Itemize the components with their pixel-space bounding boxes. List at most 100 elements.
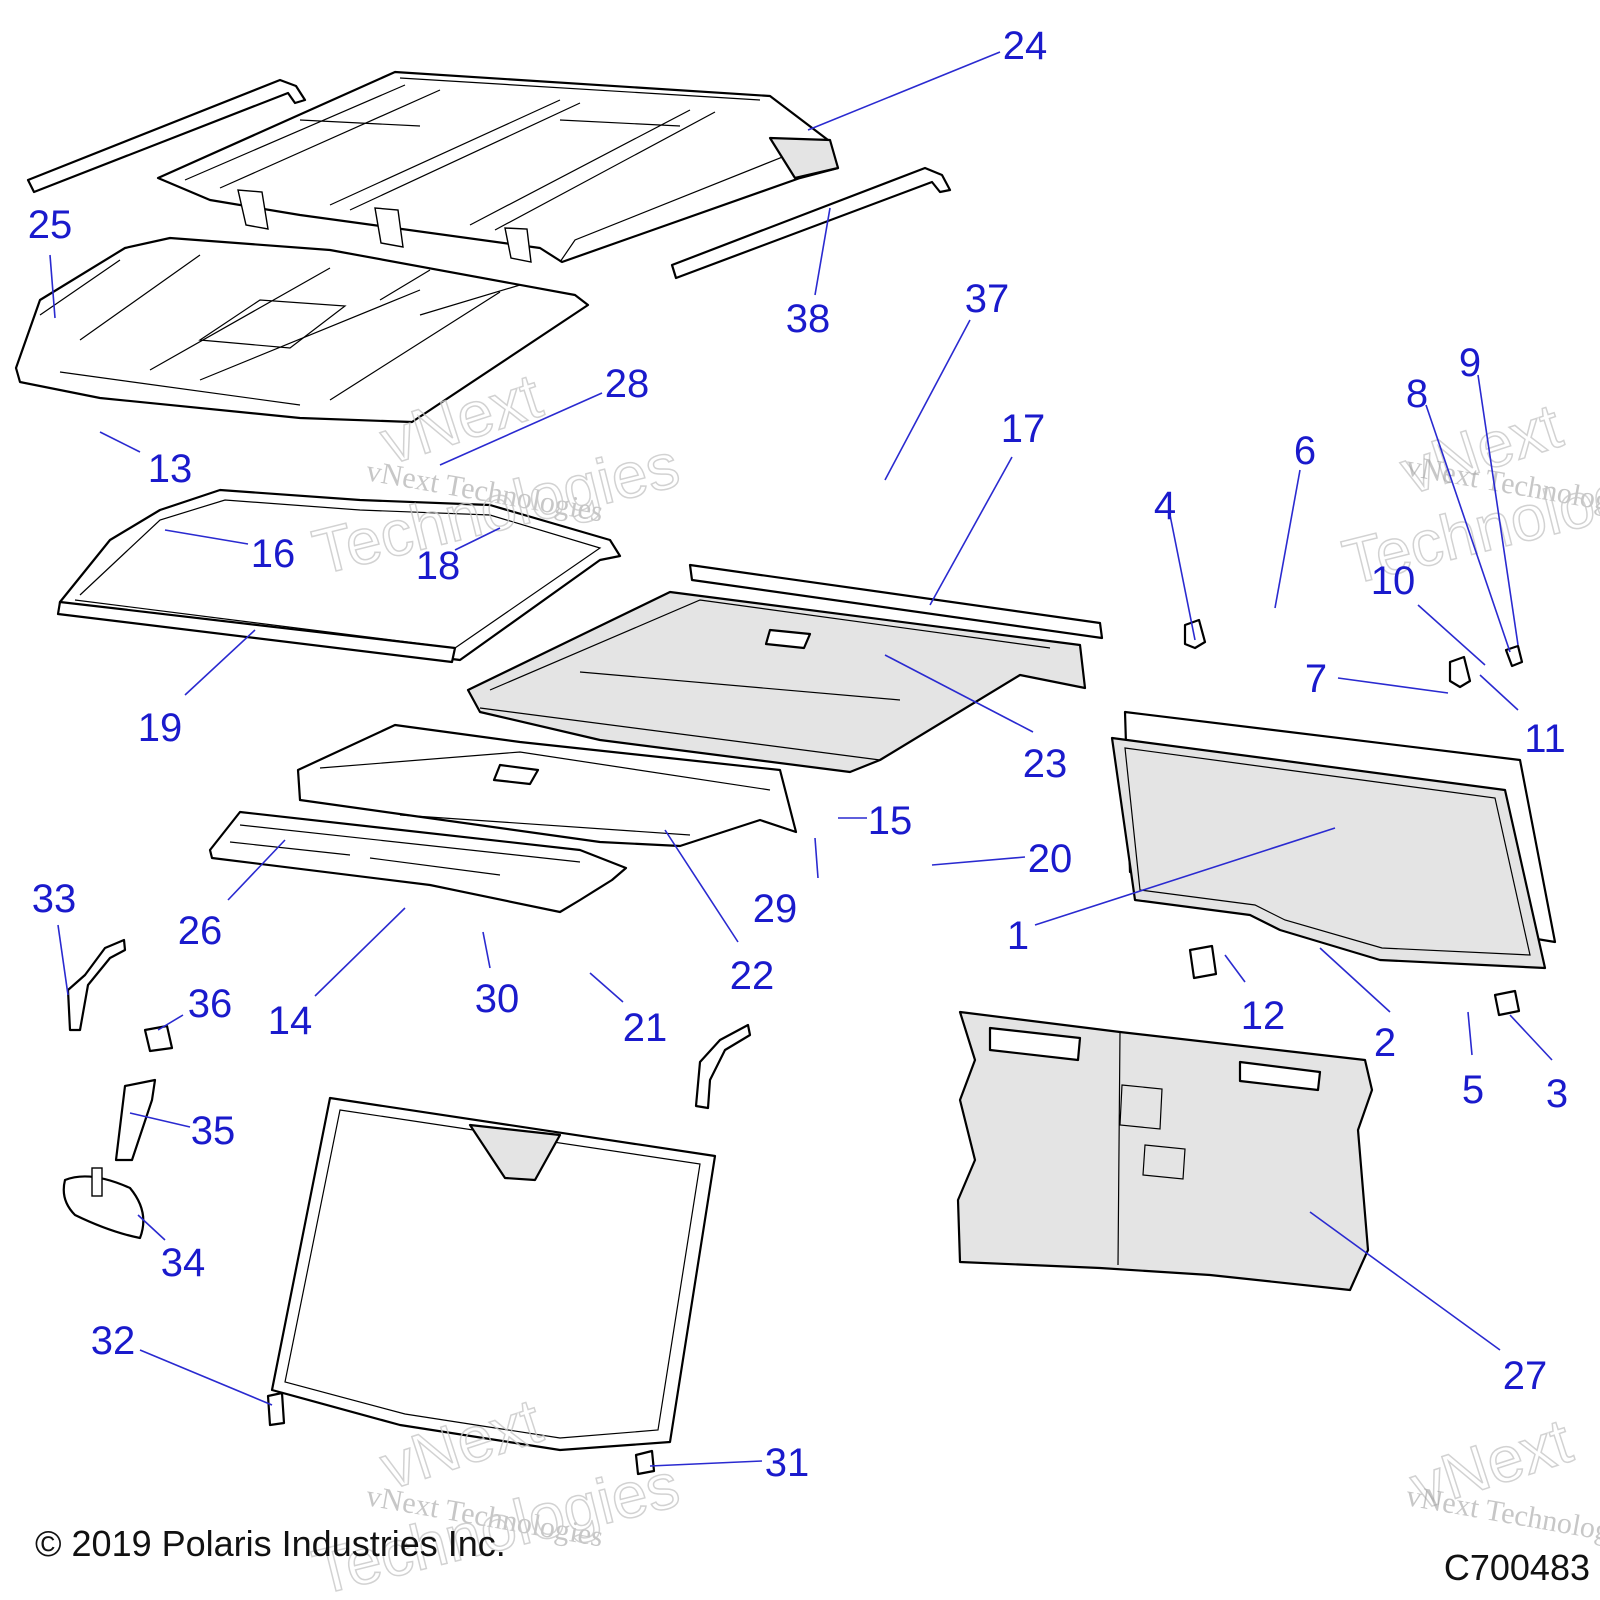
leader-line [1169,514,1196,641]
callout-6: 6 [1274,429,1316,609]
callout-label: 25 [28,203,73,247]
callout-5: 5 [1462,1011,1484,1112]
callout-label: 2 [1374,1021,1396,1065]
callout-label: 13 [148,447,193,491]
part-windshield [270,1096,717,1452]
callout-label: 36 [188,982,233,1026]
callout-label: 33 [32,877,77,921]
part-roof-seal-strips [26,78,952,280]
callout-36: 36 [157,982,233,1031]
callout-22: 22 [664,829,775,998]
callout-13: 13 [99,431,193,491]
callout-label: 11 [1524,717,1566,761]
small-hardware [62,618,1524,1476]
leader-line [664,829,739,943]
callout-35: 35 [129,1109,236,1153]
leader-line [1509,1014,1553,1061]
callout-37: 37 [884,277,1010,481]
callout-34: 34 [137,1214,206,1285]
leader-line [439,392,603,466]
leader-line [649,1460,763,1467]
leader-line [1224,954,1246,983]
callout-label: 18 [416,544,461,588]
callout-label: 14 [268,999,313,1043]
leader-line [49,254,56,319]
part-roof-panel [14,236,590,424]
part-rear-panel [956,1010,1374,1292]
callout-label: 8 [1406,372,1428,416]
callout-10: 10 [1371,559,1486,666]
leader-line [482,931,491,969]
leader-line [184,629,256,696]
part-headliner-front [296,723,798,848]
callout-label: 29 [753,887,798,931]
leader-line [814,837,819,879]
callout-25: 25 [28,203,73,319]
callout-label: 30 [475,977,520,1021]
callout-label: 17 [1001,407,1046,451]
callout-label: 28 [605,362,650,406]
callout-26: 26 [178,839,286,953]
leader-line [1319,947,1391,1013]
part-headliner-rear [466,590,1087,774]
callout-label: 26 [178,909,223,953]
callout-label: 6 [1294,429,1316,473]
leader-line [1274,469,1301,609]
callout-label: 21 [623,1006,668,1050]
leader-line [227,839,286,901]
callout-20: 20 [931,837,1072,881]
part-front-tray [208,810,628,914]
leader-line [129,1112,191,1128]
leader-line [1477,374,1519,646]
callout-label: 24 [1003,24,1048,68]
callout-19: 19 [138,629,256,750]
callout-layer: 1234567891011121314151617181920212223242… [28,24,1568,1485]
leader-line [139,1349,273,1406]
callout-2: 2 [1319,947,1396,1065]
callout-28: 28 [439,362,650,466]
callout-label: 4 [1154,484,1176,528]
callout-8: 8 [1406,372,1511,653]
callout-label: 27 [1503,1354,1548,1398]
callout-label: 10 [1371,559,1416,603]
callout-33: 33 [32,877,77,996]
callout-3: 3 [1509,1014,1568,1116]
callout-18: 18 [416,527,501,588]
callout-29: 29 [753,837,819,931]
leader-line [931,856,1026,866]
callout-21: 21 [589,972,668,1050]
callout-24: 24 [807,24,1048,131]
callout-32: 32 [91,1319,273,1406]
callout-label: 7 [1305,657,1327,701]
leader-line [929,456,1013,606]
callout-label: 9 [1459,341,1481,385]
callout-label: 37 [965,277,1010,321]
callout-27: 27 [1309,1211,1548,1398]
leader-line [807,51,1001,131]
part-rear-window [1110,710,1557,970]
leader-line [1417,604,1486,666]
callout-label: 31 [765,1441,810,1485]
diagram-code: C700483 [1444,1547,1590,1588]
callout-31: 31 [649,1441,810,1485]
callout-11: 11 [1479,674,1566,761]
leader-line [314,907,406,997]
leader-line [589,972,624,1003]
callout-4: 4 [1154,484,1196,641]
callout-label: 35 [191,1109,236,1153]
leader-line [454,527,501,551]
leader-line [884,319,971,481]
callout-label: 1 [1007,914,1029,958]
callout-label: 22 [730,954,775,998]
leader-line [1034,827,1336,926]
callout-38: 38 [786,207,831,341]
callout-label: 5 [1462,1068,1484,1112]
part-header-bar [688,563,1104,640]
callout-label: 34 [161,1241,206,1285]
callout-label: 12 [1241,994,1286,1038]
leader-line [1467,1011,1473,1056]
callout-14: 14 [268,907,406,1043]
callout-label: 3 [1546,1072,1568,1116]
callout-16: 16 [164,529,295,576]
callout-30: 30 [475,931,520,1021]
